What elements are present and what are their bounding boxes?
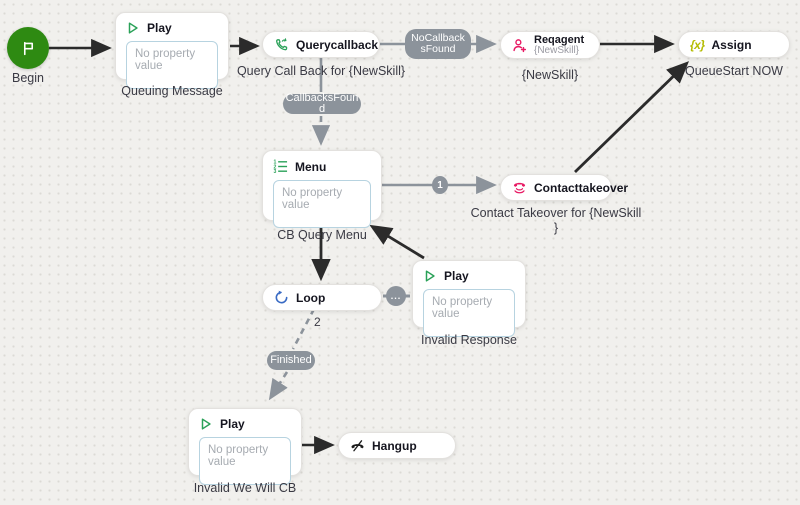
node-label-invalid-we-will-cb: Invalid We Will CB xyxy=(193,481,297,495)
connector-invalidresponse-to-menu xyxy=(369,224,425,260)
svg-text:3: 3 xyxy=(273,169,276,174)
property-box[interactable]: No property value xyxy=(273,180,371,228)
hangup-icon xyxy=(350,438,365,453)
svg-text:2: 2 xyxy=(273,164,276,170)
node-label-contacttakeover: Contact Takeover for {NewSkill } xyxy=(470,206,642,235)
node-label-assign: QueueStart NOW xyxy=(685,64,783,78)
loop-count-label: 2 xyxy=(314,315,321,329)
branch-label-callbacksfound[interactable]: CallbacksFound xyxy=(283,93,361,115)
node-invalid-we-will-cb[interactable]: Play No property value xyxy=(188,408,302,485)
node-invalid-response[interactable]: Play No property value xyxy=(412,260,526,337)
loop-icon xyxy=(274,290,289,305)
node-label-reqagent: {NewSkill} xyxy=(521,68,579,82)
branch-label-finished[interactable]: Finished xyxy=(267,351,315,370)
branch-label-1[interactable]: 1 xyxy=(432,176,448,194)
node-begin[interactable] xyxy=(7,27,49,69)
svg-text:1: 1 xyxy=(273,160,276,166)
node-title: Play xyxy=(220,417,245,431)
node-title: Querycallback xyxy=(296,37,379,52)
phone-callback-icon xyxy=(274,37,289,52)
node-queuing-message[interactable]: Play No property value xyxy=(115,12,229,89)
contact-takeover-icon xyxy=(512,180,527,195)
node-title: Reqagent xyxy=(534,34,585,46)
branch-label-nocallbacksfound[interactable]: NoCallbacksFound xyxy=(405,29,471,59)
connector-finished-to-play xyxy=(268,371,289,401)
node-label-queuing-message: Queuing Message xyxy=(121,84,223,98)
node-contacttakeover[interactable]: Contacttakeover xyxy=(500,174,628,201)
node-title: Play xyxy=(147,21,172,35)
node-title: Play xyxy=(444,269,469,283)
assign-variable-icon: {x} xyxy=(690,37,705,52)
connector-contacttakeover-to-assign xyxy=(574,61,690,174)
property-box[interactable]: No property value xyxy=(423,289,515,337)
node-label-querycallback: Query Call Back for {NewSkill} xyxy=(236,64,406,78)
play-icon xyxy=(126,21,140,35)
property-box[interactable]: No property value xyxy=(126,41,218,89)
node-assign[interactable]: {x} Assign xyxy=(678,31,790,58)
node-querycallback[interactable]: Querycallback xyxy=(262,31,380,58)
flag-icon xyxy=(20,40,37,57)
node-reqagent[interactable]: Reqagent {NewSkill} xyxy=(500,31,600,59)
node-title: Assign xyxy=(711,37,752,52)
node-title: Hangup xyxy=(372,438,417,453)
node-title: Loop xyxy=(296,290,326,305)
branch-label-dots[interactable]: ... xyxy=(386,286,406,306)
play-icon xyxy=(423,269,437,283)
node-title: Contacttakeover xyxy=(534,180,629,195)
connector-loop-to-finished xyxy=(291,308,316,350)
property-box[interactable]: No property value xyxy=(199,437,291,485)
node-subtitle: {NewSkill} xyxy=(534,45,580,56)
node-loop[interactable]: Loop xyxy=(262,284,382,311)
node-label-invalid-response: Invalid Response xyxy=(421,333,517,347)
node-label-menu: CB Query Menu xyxy=(277,228,367,242)
person-add-icon xyxy=(512,38,527,53)
node-hangup[interactable]: Hangup xyxy=(338,432,456,459)
play-icon xyxy=(199,417,213,431)
node-label-begin: Begin xyxy=(12,71,44,85)
node-title: Menu xyxy=(295,159,327,174)
